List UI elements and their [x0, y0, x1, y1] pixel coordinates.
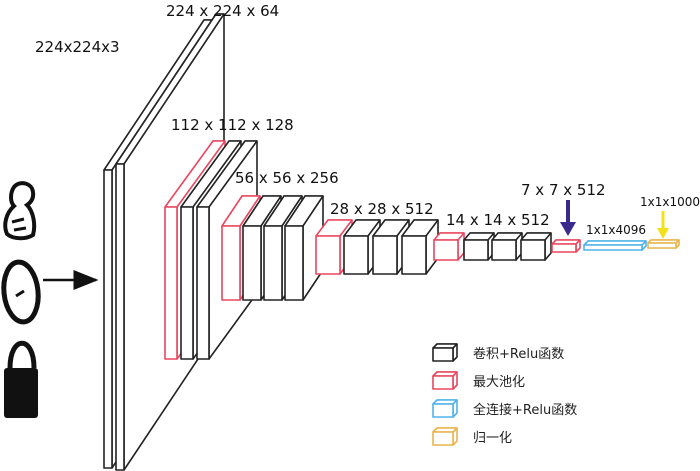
legend-label: 归一化: [473, 431, 512, 446]
conv4-size-label: 28 x 28 x 512: [330, 200, 434, 218]
legend-label: 卷积+Relu函数: [473, 346, 564, 362]
conv3-size-label: 56 x 56 x 256: [235, 169, 339, 187]
arrow-down-icon: [657, 211, 669, 239]
arrow-down-icon: [560, 200, 576, 236]
legend-swatch: [432, 399, 458, 418]
pool5-size-label: 7 x 7 x 512: [521, 181, 606, 199]
legend-label: 最大池化: [473, 375, 525, 390]
oval-icon: [1, 259, 41, 325]
conv2-size-label: 112 x 112 x 128: [171, 116, 294, 134]
conv5-block-1: [463, 232, 495, 261]
conv4-block-3: [401, 219, 439, 275]
norm-block: [647, 239, 680, 249]
conv3-block-3: [284, 195, 324, 301]
conv5-block-2: [491, 232, 523, 261]
pool4-block: [433, 232, 465, 261]
input-size-label: 224x224x3: [35, 38, 120, 56]
fc-block: [583, 240, 647, 251]
legend-swatch: [432, 427, 458, 446]
conv1-size-label: 224 x 224 x 64: [166, 2, 279, 20]
padlock-icon: [4, 340, 38, 418]
legend-label: 全连接+Relu函数: [473, 402, 577, 418]
fc1-size-label: 1x1x4096: [586, 223, 646, 237]
pool5-block: [551, 239, 581, 253]
conv5-block-3: [520, 232, 552, 261]
fc2-size-label: 1x1x1000: [640, 195, 700, 209]
legend-swatch: [432, 371, 458, 390]
person-icon: [3, 181, 37, 241]
legend-swatch: [432, 343, 458, 362]
conv5-size-label: 14 x 14 x 512: [446, 211, 550, 229]
